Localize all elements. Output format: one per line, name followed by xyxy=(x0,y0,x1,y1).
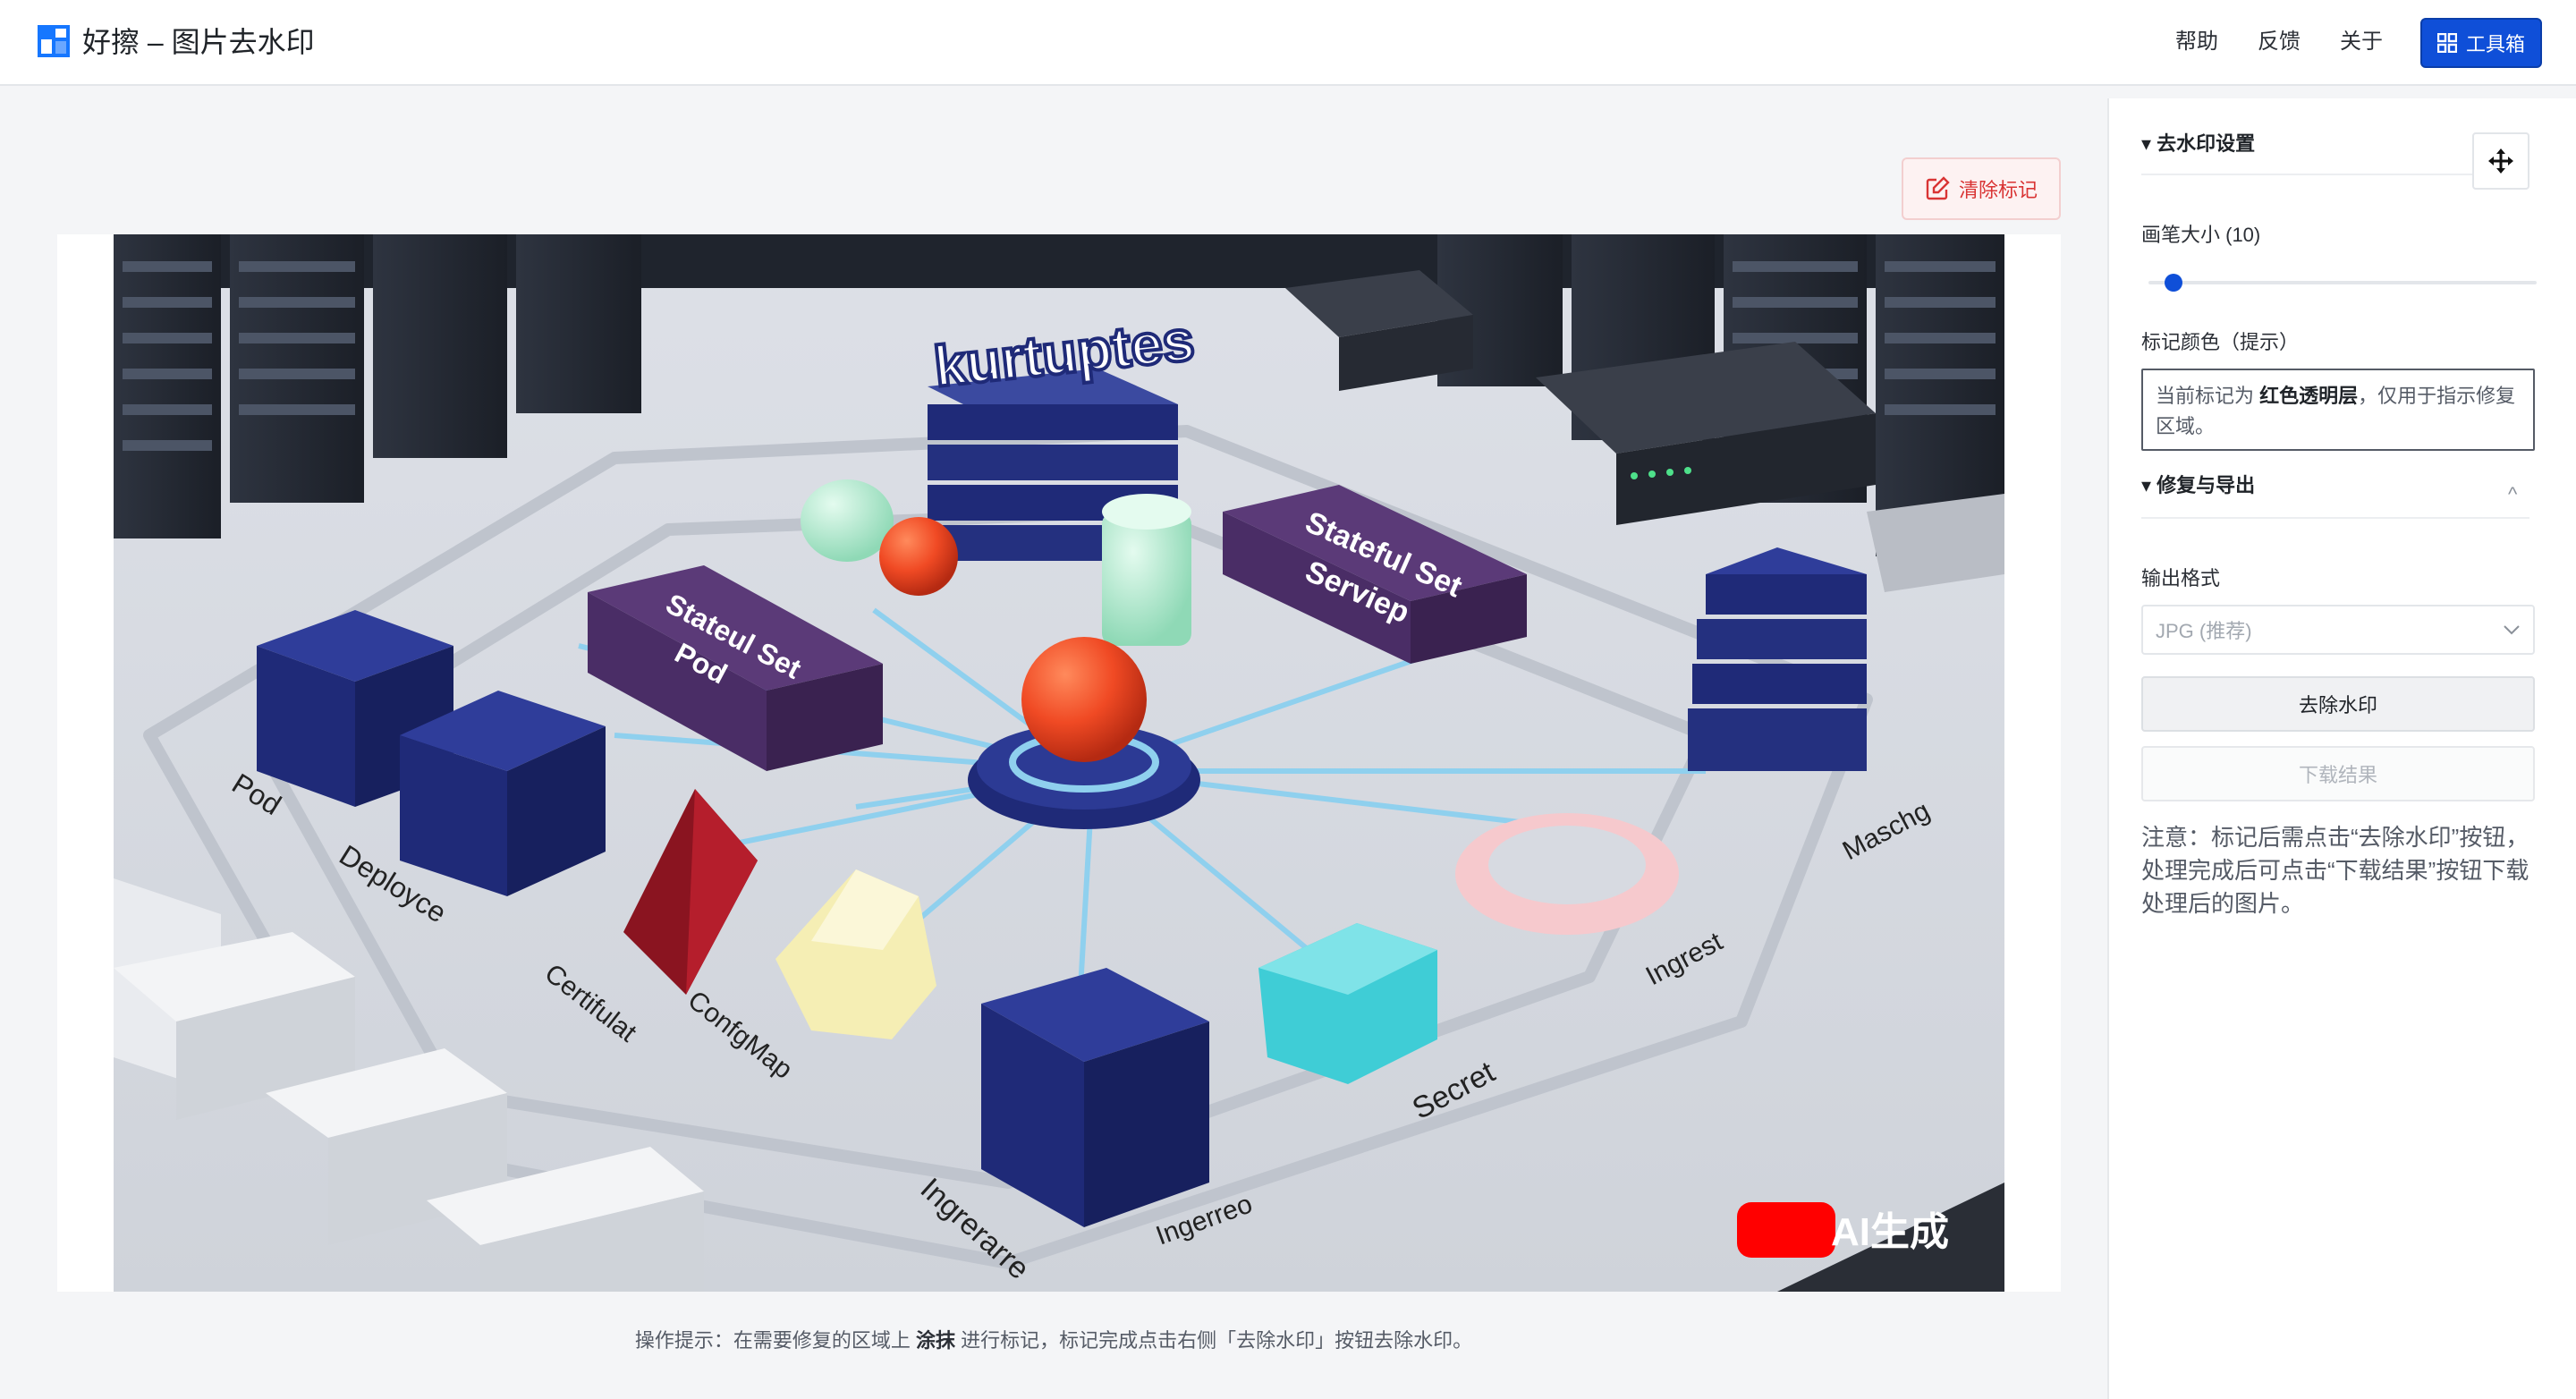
divider xyxy=(2141,517,2529,519)
brush-size-label: 画笔大小 (10) xyxy=(2141,224,2261,246)
move-tool-button[interactable] xyxy=(2472,132,2529,190)
clear-marks-label: 清除标记 xyxy=(1958,179,2038,201)
mark-color-label: 标记颜色（提示） xyxy=(2141,331,2300,353)
edit-icon xyxy=(1926,176,1950,200)
watermark-text: AI生成 xyxy=(1831,1210,1949,1254)
remove-watermark-button[interactable]: 去除水印 xyxy=(2141,676,2535,732)
pod-cubes xyxy=(257,610,606,896)
watermark-marker xyxy=(1737,1202,1835,1258)
settings-sidebar: ▾ 去水印设置 ^ 画笔大小 (10) 标记颜色（提示） 当前标记为 红色透明层… xyxy=(2107,98,2576,1399)
nav-about-link[interactable]: 关于 xyxy=(2340,30,2383,54)
section-repair-export-header[interactable]: ▾ 修复与导出 xyxy=(2141,474,2256,496)
move-icon xyxy=(2488,148,2513,174)
clear-marks-button[interactable]: 清除标记 xyxy=(1902,157,2061,220)
download-result-button[interactable]: 下载结果 xyxy=(2141,746,2535,801)
output-format-label: 输出格式 xyxy=(2141,567,2221,589)
center-node xyxy=(1021,637,1147,762)
nav-help-link[interactable]: 帮助 xyxy=(2175,30,2218,54)
toolbox-label: 工具箱 xyxy=(2465,33,2525,55)
editable-image-canvas[interactable]: kurtuptes Stateful Set Serviep Stateul S… xyxy=(114,234,2004,1292)
nav-feedback-link[interactable]: 反馈 xyxy=(2258,30,2301,54)
output-format-select[interactable]: JPG (推荐) xyxy=(2141,605,2535,655)
usage-notice: 注意：标记后需点击“去除水印”按钮，处理完成后可点击“下载结果”按钮下载处理后的… xyxy=(2141,824,2529,917)
chevron-down-icon xyxy=(2504,625,2520,635)
output-format-value: JPG (推荐) xyxy=(2156,620,2252,642)
ingress-cube xyxy=(981,968,1209,1227)
right-stack xyxy=(1688,547,1867,771)
divider xyxy=(2141,174,2529,175)
app-title: 好擦 – 图片去水印 xyxy=(82,26,315,58)
section-watermark-settings-header[interactable]: ▾ 去水印设置 xyxy=(2141,132,2256,155)
network-switches xyxy=(1285,270,2004,592)
server-boxes-front xyxy=(114,878,704,1292)
operation-hint: 操作提示：在需要修复的区域上 涂抹 进行标记，标记完成点击右侧「去除水印」按钮去… xyxy=(634,1329,1473,1352)
app-logo-icon xyxy=(38,25,70,57)
brush-size-slider[interactable] xyxy=(2148,281,2537,284)
mark-color-note: 当前标记为 红色透明层，仅用于指示修复区域。 xyxy=(2141,369,2535,451)
statefulset-beams: Stateful Set Serviep Stateul Set Pod xyxy=(588,485,1527,771)
brush-size-slider-thumb[interactable] xyxy=(2165,274,2182,292)
top-bar: 好擦 – 图片去水印 帮助 反馈 关于 工具箱 xyxy=(0,0,2576,86)
toolbox-button[interactable]: 工具箱 xyxy=(2420,18,2542,68)
collapse-chevron-icon[interactable]: ^ xyxy=(2508,483,2518,505)
grid-icon xyxy=(2436,33,2457,53)
